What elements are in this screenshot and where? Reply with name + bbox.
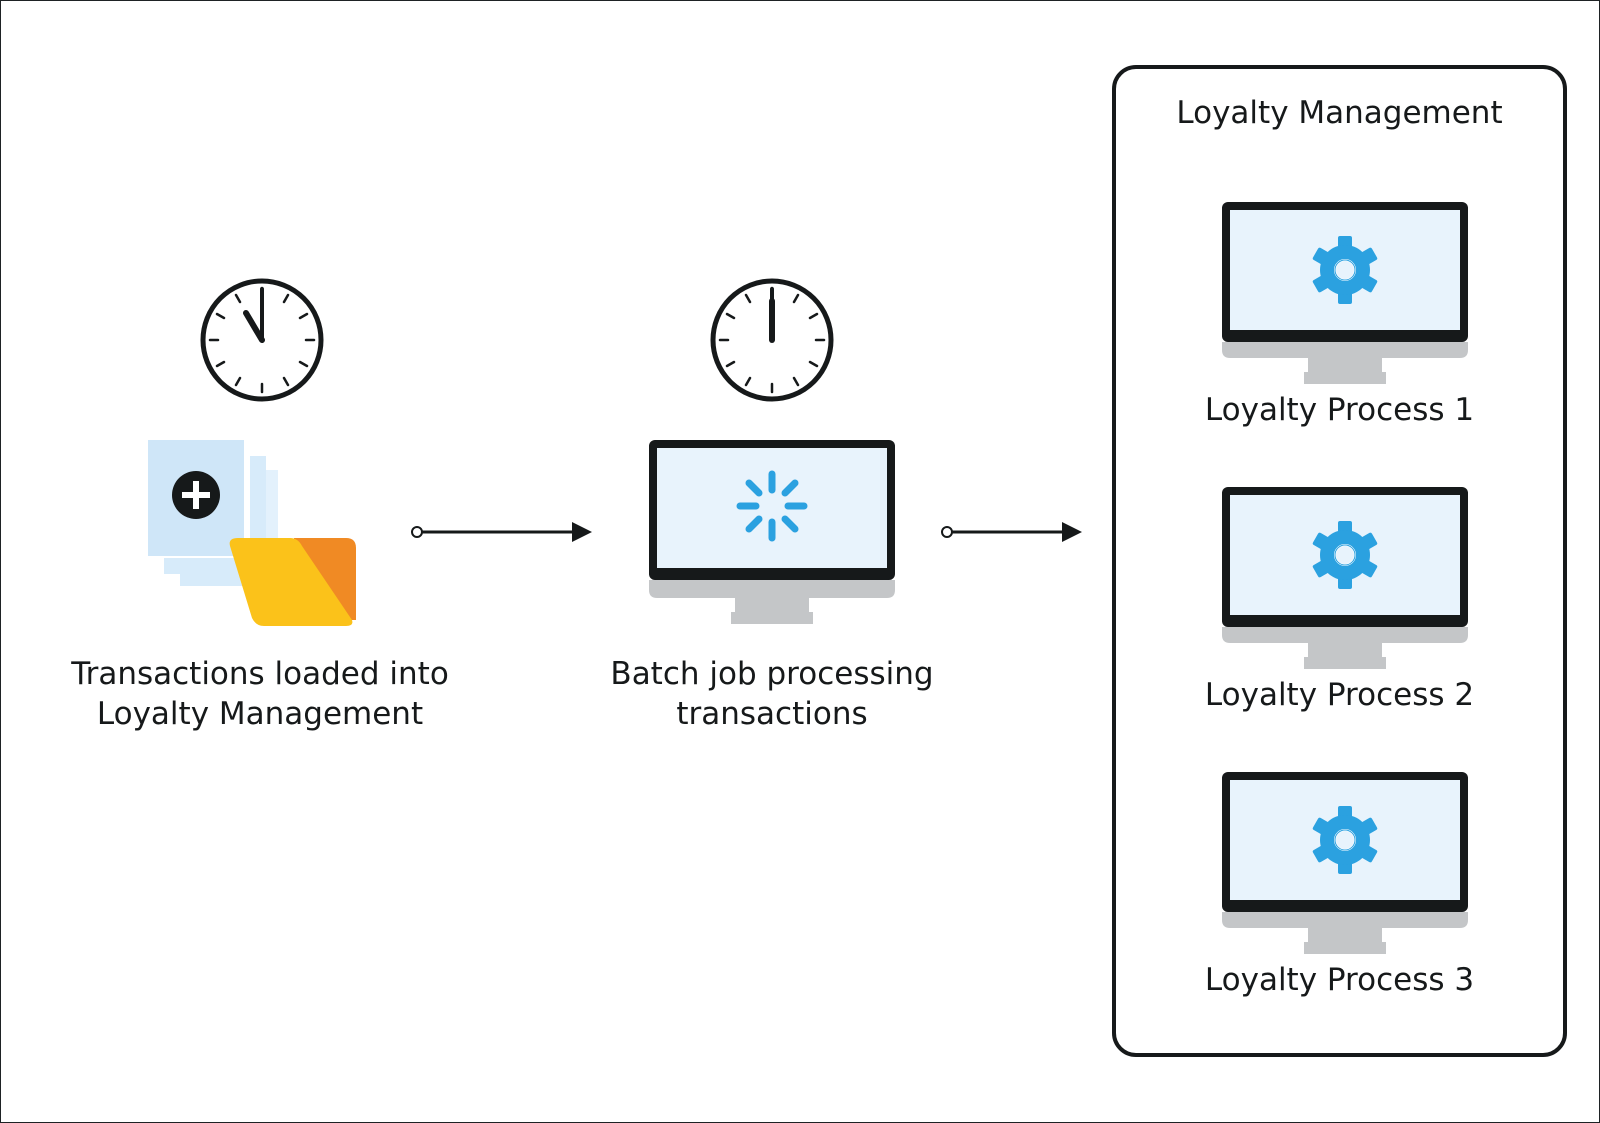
stage-label-line: transactions — [676, 696, 868, 732]
loading-spinner-icon — [736, 470, 808, 542]
group-title: Loyalty Management — [1176, 95, 1503, 131]
clock-icon — [200, 278, 324, 402]
clock-icon — [710, 278, 834, 402]
gear-icon — [1312, 806, 1378, 874]
documents-folder-icon — [148, 440, 356, 626]
gear-icon — [1312, 236, 1378, 304]
process-label: Loyalty Process 3 — [1204, 962, 1475, 998]
plus-icon — [172, 471, 220, 519]
arrow-connector — [411, 522, 592, 542]
stage-label-transactions: Transactions loaded into Loyalty Managem… — [40, 654, 480, 734]
gear-icon — [1312, 521, 1378, 589]
monitor-icon — [1222, 487, 1468, 669]
process-label: Loyalty Process 1 — [1204, 392, 1475, 428]
process-label: Loyalty Process 2 — [1204, 677, 1475, 713]
arrow-connector — [941, 522, 1082, 542]
monitor-icon — [649, 440, 895, 624]
monitor-icon — [1222, 202, 1468, 384]
stage-label-line: Batch job processing — [610, 656, 934, 692]
stage-label-line: Loyalty Management — [96, 696, 424, 732]
stage-label-batch-job: Batch job processing transactions — [572, 654, 972, 734]
stage-label-line: Transactions loaded into — [71, 656, 449, 692]
loyalty-management-group: Loyalty Management L — [1112, 65, 1567, 1057]
monitor-icon — [1222, 772, 1468, 954]
